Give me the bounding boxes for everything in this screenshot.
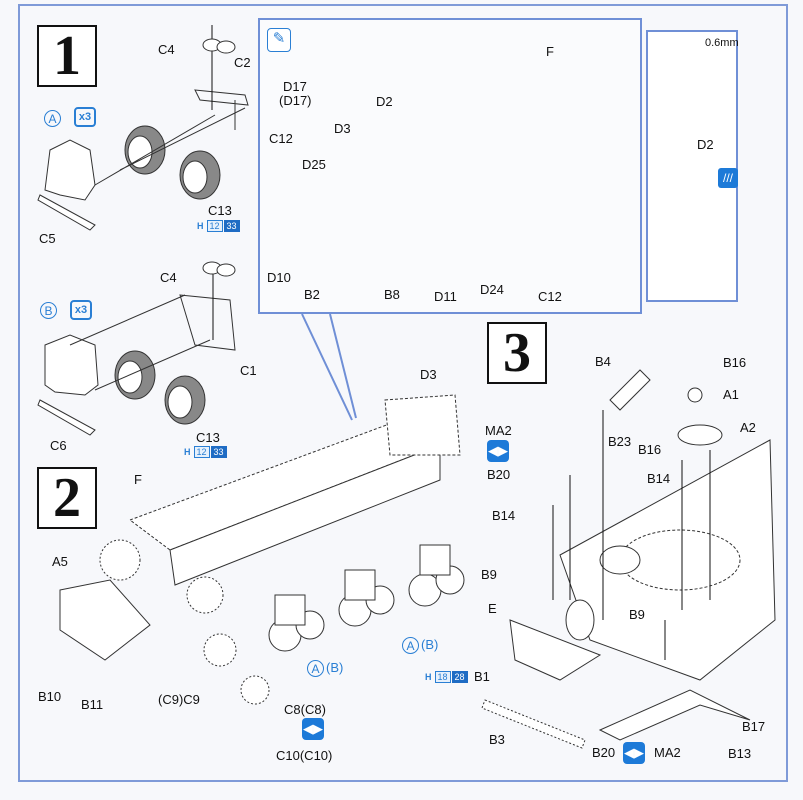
paint-brand: H	[425, 672, 432, 682]
paint-color-1: 12	[193, 446, 210, 458]
part-label: MA2	[654, 745, 681, 760]
variant-a-marker: A	[307, 660, 324, 677]
part-label: B9	[481, 567, 497, 582]
part-label: D11	[434, 289, 457, 304]
part-label: C1	[240, 363, 257, 378]
bogie-a-drawing	[37, 25, 249, 231]
variant-b-paren: (B)	[326, 660, 344, 675]
part-label: B23	[608, 434, 632, 449]
paint-brand: H	[184, 447, 191, 457]
part-label: C12	[538, 289, 562, 304]
repeat-x3-icon: x3	[70, 300, 92, 320]
dimension-label: 0.6mm	[705, 37, 739, 49]
detail-inset	[258, 18, 642, 314]
part-label: A1	[723, 387, 739, 402]
part-label: B16	[638, 442, 662, 457]
part-label: A5	[52, 554, 68, 569]
variant-a-marker: A	[44, 110, 61, 127]
part-label: (D17)	[279, 93, 312, 108]
part-label: C5	[39, 231, 56, 246]
multi-assembly-icon: ◀▶	[623, 742, 645, 764]
variant-b-marker: B	[40, 302, 57, 319]
part-label: D25	[302, 157, 326, 172]
part-label: B20	[592, 745, 616, 760]
part-label: D10	[267, 270, 291, 285]
step-number-3: 3	[487, 322, 547, 384]
part-label: B13	[728, 746, 752, 761]
step-number-2: 2	[37, 467, 97, 529]
part-label: B20	[487, 467, 511, 482]
part-label: A2	[740, 420, 756, 435]
part-label: B9	[629, 607, 645, 622]
bogie-b-drawing	[37, 261, 236, 436]
paint-color-1: 12	[206, 220, 223, 232]
detail-marker-icon: ///	[718, 168, 738, 188]
part-label: B11	[81, 697, 104, 712]
detail-box-d2	[646, 30, 738, 302]
part-label: D17	[283, 79, 307, 94]
part-label: B14	[492, 508, 516, 523]
part-label: D24	[480, 282, 504, 297]
part-label: C8(C8)	[284, 702, 326, 717]
repeat-x3-icon: x3	[74, 107, 96, 127]
part-label: B17	[742, 719, 766, 734]
part-label: B8	[384, 287, 400, 302]
part-label: C12	[269, 131, 293, 146]
part-label: C13	[208, 203, 232, 218]
part-label: MA2	[485, 423, 512, 438]
part-label: B1	[474, 669, 490, 684]
part-label: C4	[160, 270, 177, 285]
part-label: B3	[489, 732, 505, 747]
multi-assembly-icon: ◀▶	[302, 718, 324, 740]
part-label: C13	[196, 430, 220, 445]
paint-brand: H	[197, 221, 204, 231]
variant-b-paren: (B)	[421, 637, 439, 652]
part-label: D3	[420, 367, 437, 382]
paint-color-2: 33	[210, 446, 227, 458]
hull-side-drawing	[59, 394, 465, 705]
paint-color-2: 28	[451, 671, 468, 683]
part-label: C6	[50, 438, 67, 453]
part-label: C4	[158, 42, 175, 57]
paint-color-1: 18	[434, 671, 451, 683]
part-label: D2	[376, 94, 393, 109]
part-label: B14	[647, 471, 671, 486]
variant-a-marker: A	[402, 637, 419, 654]
part-label: F	[546, 44, 554, 59]
part-label: D3	[334, 121, 351, 136]
paint-color-2: 33	[223, 220, 240, 232]
part-label: D2	[697, 137, 714, 152]
part-label: B2	[304, 287, 320, 302]
part-label: E	[488, 601, 497, 616]
part-label: B10	[38, 689, 62, 704]
part-label: F	[134, 472, 142, 487]
cement-icon: ✎	[267, 28, 291, 52]
part-label: C10(C10)	[276, 748, 333, 763]
hull-front-drawing	[481, 369, 776, 749]
part-label: B4	[595, 354, 611, 369]
page-frame	[18, 4, 788, 782]
step-number-1: 1	[37, 25, 97, 87]
bogie-units	[268, 544, 465, 652]
part-label: (C9)C9	[158, 692, 200, 707]
part-label: C2	[234, 55, 251, 70]
part-label: B16	[723, 355, 747, 370]
multi-assembly-icon: ◀▶	[487, 440, 509, 462]
